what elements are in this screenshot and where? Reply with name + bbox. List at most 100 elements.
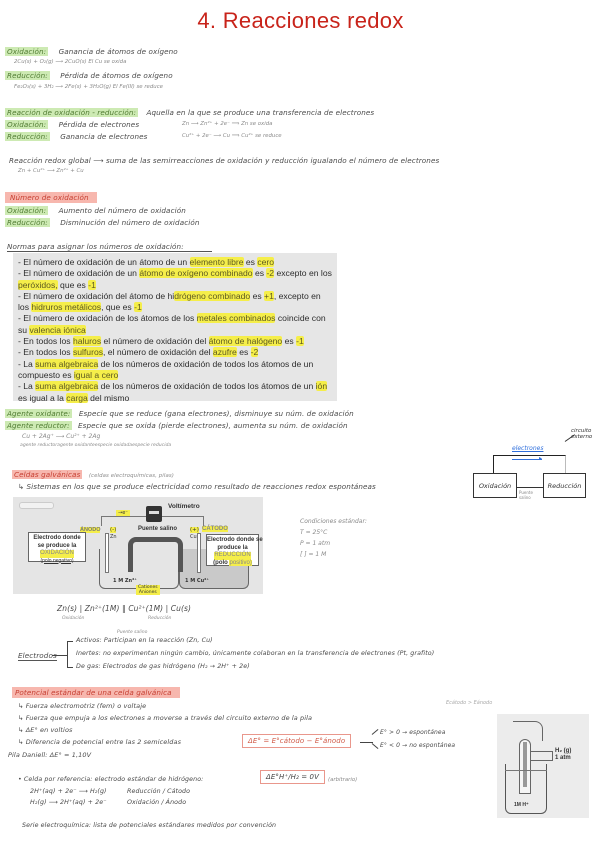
reduccion-label-2: Reducción:: [5, 132, 50, 141]
reduccion-definition: Pérdida de átomos de oxígeno: [60, 71, 173, 80]
reduccion-example: Fe₂O₃(s) + 3H₂ ⟶ 2Fe(s) + 3H₂O(g) El Fe(…: [14, 84, 163, 90]
arrow-head-icon: ▸: [539, 455, 543, 462]
highlighted-term: cero: [257, 257, 275, 267]
notation-puente-label: Puente salino: [117, 630, 148, 635]
hydrogen-reduction: 2H⁺(aq) + 2e⁻ ⟶ H₂(g): [30, 788, 107, 795]
notation-oxidacion-label: Oxidación: [62, 616, 85, 621]
oxidacion-box: Oxidación: [473, 473, 517, 498]
eq-label-reductor: agente reductor: [20, 443, 58, 448]
highlighted-term: valencia iónica: [29, 324, 86, 335]
oxidation-rules-box: - El número de oxidación de un átomo de …: [13, 253, 337, 404]
highlighted-term: átomo de oxígeno combinado: [139, 268, 253, 279]
disminucion-def: Disminución del número de oxidación: [60, 218, 200, 227]
agente-oxidante-label: Agente oxidante:: [5, 409, 73, 418]
celdas-definition: ↳ Sistemas en los que se produce electri…: [18, 482, 376, 491]
rule-text: - La: [18, 358, 36, 369]
gas-inlet: [531, 751, 553, 761]
redox-label: Reacción de oxidación - reducción:: [5, 108, 139, 117]
oxidation-rule: - El número de oxidación de un átomo de …: [18, 257, 332, 268]
oxidacion-label-2: Oxidación:: [5, 120, 49, 129]
platinum-wire: [523, 742, 527, 787]
rule-text: - El número de oxidación de un átomo de …: [18, 257, 190, 267]
rule-text: es: [282, 336, 297, 347]
oxidation-rule: - El número de oxidación del átomo de hi…: [18, 290, 332, 314]
eq-label-reducida: especie reducida: [132, 443, 172, 448]
anodo-sign: (-): [110, 527, 117, 533]
right-solution: 1 M Cu²⁺: [185, 578, 209, 584]
highlighted-term: sulfuros: [72, 347, 104, 358]
polo-text: (polo: [213, 559, 230, 566]
agente-reductor-def: Especie que se oxida (pierde electrones)…: [78, 421, 348, 430]
highlighted-term: ión: [315, 381, 328, 392]
agente-reductor-line: Agente reductor: Especie que se oxida (p…: [5, 421, 348, 430]
rule-text: es: [250, 290, 265, 301]
puente-salino-label: Puente salino: [519, 490, 533, 500]
disminucion-line: Reducción: Disminución del número de oxi…: [5, 218, 200, 227]
reduccion-box: Reducción: [543, 473, 586, 498]
galvanic-cell-illustration: →e⁻ Voltímetro ÁNODO (-) Zn Puente salin…: [13, 497, 263, 595]
bracket: [67, 641, 73, 668]
rule-text: es: [236, 347, 251, 358]
left-box-line1: Electrodo donde: [33, 535, 81, 541]
oxidation-rule: - En todos los sulfuros, el número de ox…: [18, 347, 332, 358]
oxidation-rule: - El número de oxidación de los átomos d…: [18, 313, 332, 336]
highlighted-term: metales combinados: [196, 313, 276, 324]
voltmeter-icon: [146, 506, 162, 522]
no-espontanea-rule: E° < 0 → no espontánea: [380, 742, 456, 749]
eq-label-oxidada: especie oxidada: [94, 443, 133, 448]
branch-line: [360, 742, 373, 743]
rule-text: - El número de oxidación de los átomos d…: [18, 313, 197, 324]
rule-text: - El número de oxidación del átomo de hi: [18, 290, 175, 301]
potencial-heading-line: Potencial estándar de una celda galvánic…: [12, 687, 180, 698]
rule-text: es igual a la: [18, 392, 67, 403]
puente-salino-text: Puente salino: [138, 526, 178, 532]
rule-text: - El número de oxidación de un: [18, 268, 140, 279]
salt-bridge-line: [517, 487, 543, 488]
rule-text: - La: [18, 381, 36, 392]
hydrogen-reduction-label: Reducción / Cátodo: [127, 788, 191, 795]
reduccion-label-3: Reducción:: [5, 218, 50, 227]
cationes-label: Cationes: [138, 585, 158, 590]
aumento-line: Oxidación: Aumento del número de oxidaci…: [5, 206, 186, 215]
rule-text: que es: [57, 279, 89, 290]
right-box-line2: produce la: [217, 544, 248, 551]
highlighted-term: +1: [264, 290, 274, 301]
potencial-heading: Potencial estándar de una celda galvánic…: [12, 687, 180, 698]
oxidacion-definition: Ganancia de átomos de oxígeno: [58, 47, 178, 56]
rule-text: de los números de oxidación de todos los…: [18, 358, 314, 380]
agente-reductor-label: Agente reductor:: [5, 421, 72, 430]
electrodo-activo: Activos: Participan en la reacción (Zn, …: [76, 637, 213, 644]
h2-gas-text: H₂ (g): [555, 748, 572, 754]
highlighted-term: haluros: [72, 336, 102, 347]
aumento-def: Aumento del número de oxidación: [58, 206, 186, 215]
bracket-stem: [52, 655, 67, 656]
redox-definition-line: Reacción de oxidación - reducción: Aquel…: [5, 108, 374, 117]
circuito-externo-label: circuito externo: [571, 428, 593, 440]
reduccion-label: Reducción:: [5, 71, 50, 80]
hydrogen-oxidation-label: Oxidación / Ánodo: [127, 799, 187, 806]
copper-electrode: [197, 533, 201, 573]
highlighted-term: hidruros metálicos: [31, 302, 102, 313]
right-box-line1: Electrodo donde se: [207, 537, 263, 543]
catodo-anodo-note: Ecátodo > Eánodo: [446, 700, 493, 706]
oxidation-electrode-box: Electrodo donde se produce la OXIDACIÓN …: [28, 532, 86, 564]
oxidacion-label: Oxidación:: [5, 47, 49, 56]
beaker: [505, 764, 547, 814]
oxidacion-electron-def: Pérdida de electrones: [58, 120, 140, 129]
espontanea-rule: E° > 0 → espontánea: [380, 729, 446, 736]
rule-text: coincide con su: [18, 313, 326, 335]
oxidation-rule: - La suma algebraica de los números de o…: [18, 381, 332, 404]
rules-heading: Normas para asignar los números de oxida…: [7, 242, 212, 252]
celdas-heading-line: Celdas galvánicas (celdas electroquímica…: [12, 470, 174, 479]
pressure-text: 1 atm: [555, 755, 571, 761]
oxidation-rule: - En todos los haluros el número de oxid…: [18, 336, 332, 347]
highlighted-term: igual a cero: [73, 369, 119, 380]
solution-label: 1M H⁺: [514, 802, 529, 808]
reduccion-electron-example: Cu²⁺ + 2e⁻ ⟶ Cu ⟹ Cu²⁺ se reduce: [182, 133, 282, 139]
oxidation-rule: - El número de oxidación de un átomo de …: [18, 268, 332, 291]
right-box-line3: (polo positivo): [207, 559, 258, 568]
electrodo-gas: De gas: Electrodos de gas hidrógeno (H₂ …: [76, 663, 250, 670]
aniones-label: Aniones: [138, 590, 157, 595]
hydrogen-electrode-illustration: H₂ (g) 1 atm 1M H⁺: [497, 714, 589, 818]
left-box-highlight: OXIDACIÓN: [40, 550, 74, 558]
